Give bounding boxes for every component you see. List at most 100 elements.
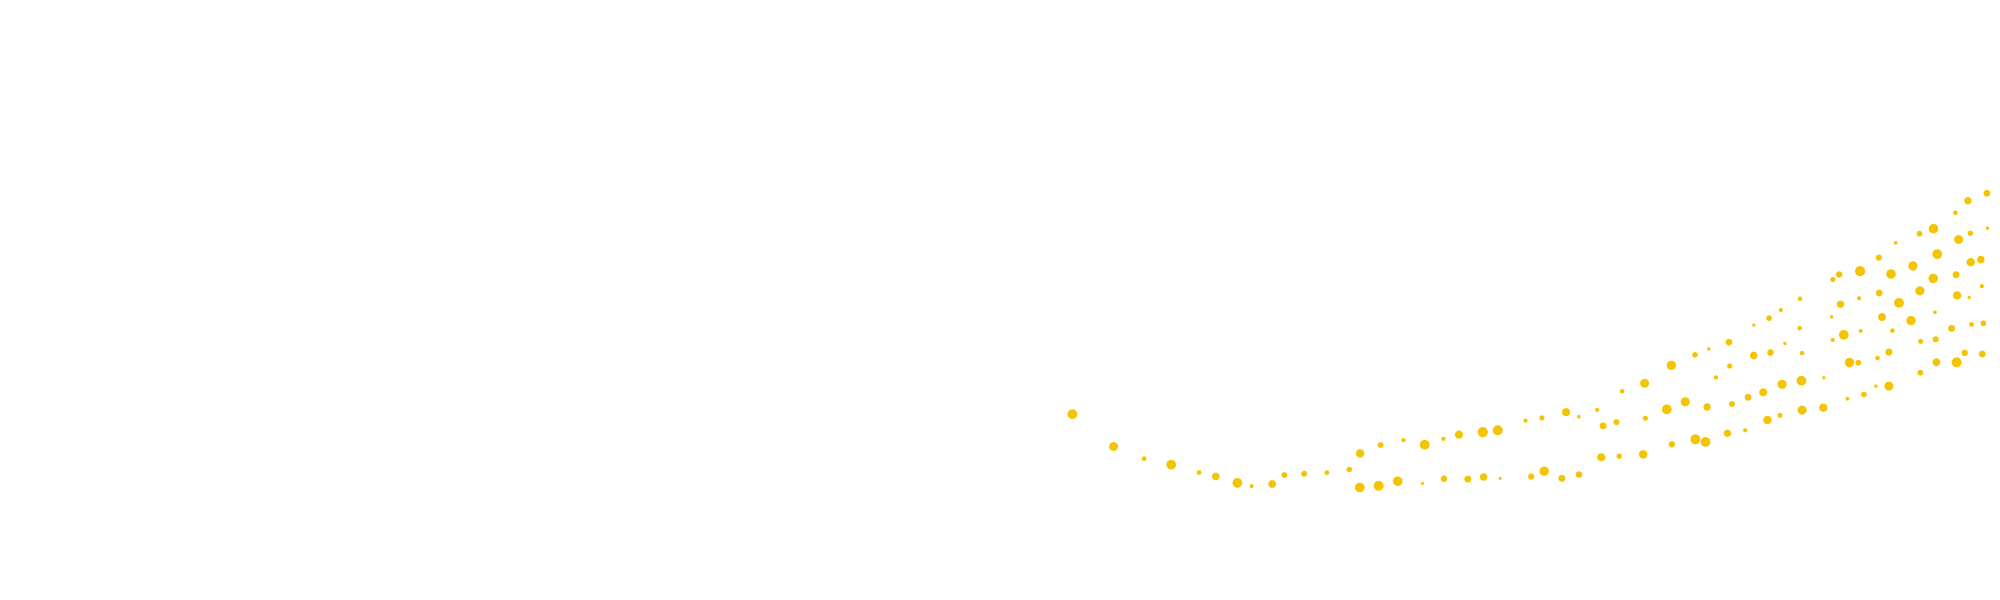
wave-dot: [1759, 388, 1768, 397]
wave-dot: [1743, 428, 1748, 433]
wave-dot: [1619, 388, 1625, 394]
wave-dot: [1558, 474, 1566, 482]
wave-dot: [1796, 375, 1807, 386]
wave-dot: [1884, 381, 1894, 391]
wave-dot: [1969, 322, 1974, 327]
wave-dot: [1727, 363, 1733, 369]
wave-dot: [1951, 357, 1962, 368]
wave-dot: [1377, 442, 1384, 448]
wave-dot: [1725, 338, 1733, 346]
wave-dot: [1836, 271, 1843, 278]
wave-dot: [1906, 315, 1916, 326]
wave-dot: [1528, 473, 1535, 480]
wave-dot: [1692, 352, 1698, 358]
wave-dot: [1830, 276, 1836, 283]
wave-dot: [1928, 223, 1939, 234]
wave-dot: [1613, 419, 1620, 426]
wave-dot: [1752, 323, 1756, 327]
wave-dot: [1855, 359, 1862, 366]
wave-dot: [1638, 450, 1648, 459]
wave-dot: [1281, 472, 1288, 478]
wave-dot: [1562, 408, 1571, 417]
wave-dot: [1744, 393, 1752, 401]
wave-dot: [1822, 376, 1826, 380]
wave-dot: [1983, 189, 1991, 197]
wave-dot: [1967, 230, 1974, 236]
wave-dot: [1616, 453, 1622, 459]
wave-dot: [1874, 384, 1878, 388]
wave-dot: [1875, 289, 1883, 297]
wave-dot: [1392, 476, 1403, 487]
wave-dot: [1707, 347, 1711, 351]
wave-dot: [1799, 350, 1805, 356]
wave-dot: [1885, 348, 1893, 356]
wave-dot: [1875, 254, 1882, 261]
wave-dot: [1440, 475, 1448, 483]
wave-dot: [1249, 484, 1254, 489]
wave-dot: [1979, 284, 1984, 289]
wave-dot: [1666, 360, 1677, 370]
wave-dot: [1857, 296, 1862, 301]
wave-dot: [1749, 351, 1758, 360]
wave-dot: [1301, 470, 1308, 477]
wave-dot: [1766, 315, 1772, 321]
wave-dot: [1595, 407, 1600, 412]
wave-dot: [1961, 349, 1968, 356]
wave-dot: [1778, 308, 1783, 312]
wave-dot: [1932, 358, 1941, 367]
wave-dot: [1858, 328, 1863, 333]
wave-dot: [1421, 482, 1424, 485]
wave-dot: [1928, 273, 1938, 284]
wave-dot: [1932, 249, 1943, 259]
wave-dot: [1855, 266, 1866, 277]
wave-dot: [1878, 313, 1886, 322]
wave-dot: [1918, 338, 1924, 344]
wave-dot: [1109, 442, 1119, 451]
wave-dot: [1713, 375, 1718, 380]
wave-dot: [1952, 291, 1962, 300]
wave-dot: [1141, 456, 1147, 462]
wave-dot: [1890, 328, 1895, 334]
wave-dot: [1324, 470, 1330, 475]
wave-dot: [1690, 434, 1701, 445]
wave-dot: [1894, 297, 1904, 308]
wave-dot: [1985, 226, 1990, 230]
wave-dot: [1067, 409, 1078, 420]
wave-dot: [1797, 405, 1807, 415]
wave-dot: [1539, 415, 1545, 421]
wave-dot: [1401, 438, 1406, 443]
wave-dot: [1829, 315, 1834, 319]
wave-dot: [1441, 436, 1446, 441]
wave-dot: [1933, 310, 1937, 315]
wave-dot: [1916, 230, 1923, 237]
wave-dot: [1498, 477, 1502, 480]
wave-dot: [1523, 418, 1528, 423]
wave-dot: [1966, 258, 1975, 267]
wave-dot: [1915, 286, 1925, 296]
wave-dot: [1492, 425, 1503, 436]
wave-dot: [1464, 475, 1472, 483]
wave-dot: [1668, 441, 1676, 448]
wave-dot: [1454, 430, 1464, 439]
wave-dot: [1232, 477, 1243, 488]
wave-dot: [1777, 412, 1783, 418]
wave-dot: [1917, 369, 1924, 376]
wave-dot: [1954, 235, 1964, 244]
wave-dot: [1978, 350, 1986, 358]
wave-dot: [1355, 449, 1365, 458]
wave-dot: [1977, 255, 1985, 264]
wave-dot: [1479, 473, 1488, 481]
wave-dot: [1964, 197, 1972, 205]
wave-dot: [1908, 261, 1918, 271]
wave-dot: [1838, 329, 1849, 340]
wave-dot: [1680, 397, 1690, 407]
wave-dot: [1967, 295, 1971, 300]
wave-dot: [1575, 471, 1583, 478]
wave-dot: [1980, 320, 1987, 327]
wave-dot: [1953, 210, 1958, 216]
wave-dot: [1166, 459, 1177, 470]
wave-dot: [1797, 325, 1802, 331]
wave-dot: [1886, 269, 1896, 279]
wave-dot: [1783, 341, 1787, 346]
